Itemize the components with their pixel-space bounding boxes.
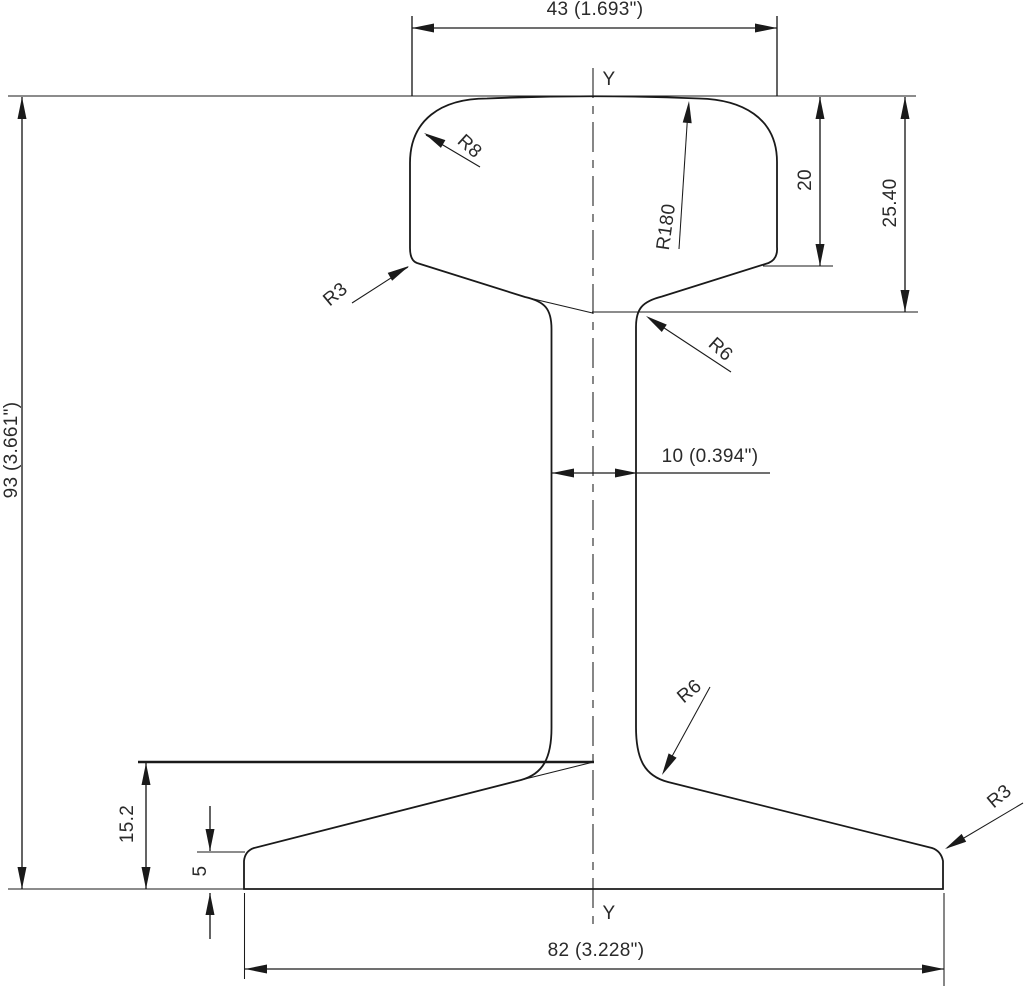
arrowhead xyxy=(424,133,446,148)
arrowhead xyxy=(17,867,27,889)
axis-label-bottom: Y xyxy=(602,903,616,924)
dim-head-width-label: 43 (1.693") xyxy=(546,0,644,20)
arrowhead xyxy=(815,244,825,266)
arrowhead xyxy=(922,964,944,974)
arrowhead xyxy=(815,97,825,119)
dim-foot-height-label: 15.2 xyxy=(117,804,138,844)
leader-r180 xyxy=(678,109,689,250)
dim-foot-edge-thickness-label: 5 xyxy=(190,865,211,877)
arrowhead xyxy=(412,23,434,33)
arrowhead xyxy=(141,763,151,785)
rail-profile-outline xyxy=(243,95,944,890)
dim-overall-height-label: 93 (3.661") xyxy=(1,401,22,499)
arrowhead xyxy=(205,893,215,915)
arrowhead xyxy=(615,468,637,478)
arrowhead xyxy=(682,101,692,124)
arrowhead xyxy=(755,23,777,33)
arrowhead xyxy=(662,753,677,775)
arrowhead xyxy=(387,266,409,281)
arrowhead xyxy=(141,867,151,889)
arrowheads xyxy=(17,23,967,974)
axis-label-top: Y xyxy=(602,69,616,90)
dim-web-thickness-label: 10 (0.394") xyxy=(661,446,759,467)
head-underside-construction-line xyxy=(524,296,593,314)
arrowhead xyxy=(205,829,215,851)
arrowhead xyxy=(552,468,574,478)
arrowhead xyxy=(900,97,910,119)
arrowhead xyxy=(646,316,667,332)
dim-head-depth-label: 25.40 xyxy=(880,178,901,228)
foot-slope-construction-line xyxy=(520,761,594,781)
arrowhead xyxy=(945,833,967,849)
dim-foot-width-label: 82 (3.228") xyxy=(547,940,645,961)
arrowhead xyxy=(900,290,910,312)
arrowhead xyxy=(245,964,267,974)
dim-head-side-depth-label: 20 xyxy=(795,169,816,191)
arrowhead xyxy=(17,97,27,119)
